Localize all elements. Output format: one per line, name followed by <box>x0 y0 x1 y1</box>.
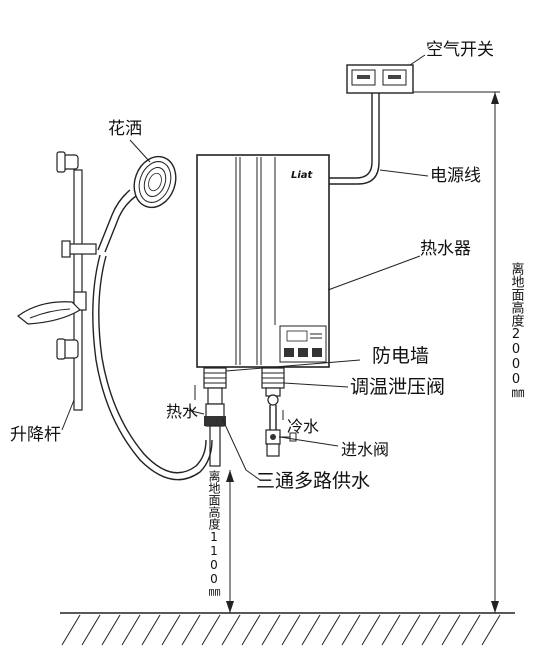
ground-hatch <box>60 612 515 646</box>
cold-water-fitting <box>261 367 285 457</box>
label-inlet-valve: 进水阀 <box>341 440 389 459</box>
brand-logo: Liat <box>291 170 314 181</box>
label-water-heater: 热水器 <box>420 239 471 259</box>
hose-icon <box>92 254 213 481</box>
label-anti-electric-wall: 防电墙 <box>372 345 429 367</box>
label-cold-water: 冷水 <box>287 417 319 436</box>
label-hot-water: 热水 <box>166 402 198 421</box>
label-power-cord: 电源线 <box>430 166 481 186</box>
label-lift-rod: 升降杆 <box>10 425 61 445</box>
label-height-2000: 离地面高度2000㎜ <box>509 261 525 400</box>
power-cord <box>328 93 380 185</box>
label-shower-head: 花洒 <box>108 119 142 139</box>
label-three-way: 三通多路供水 <box>256 470 370 492</box>
label-air-switch: 空气开关 <box>426 40 494 60</box>
air-switch-icon <box>346 64 414 94</box>
label-height-1100: 离地面高度1100㎜ <box>207 469 221 598</box>
dimension-2000 <box>491 92 499 613</box>
soap-dish-icon <box>17 301 81 325</box>
label-pressure-valve: 调温泄压阀 <box>350 376 445 398</box>
dimension-1100 <box>226 470 234 613</box>
water-heater-body <box>196 154 330 368</box>
lift-rod <box>56 151 97 411</box>
hot-water-fitting <box>203 367 227 467</box>
shower-head-icon <box>97 155 177 253</box>
